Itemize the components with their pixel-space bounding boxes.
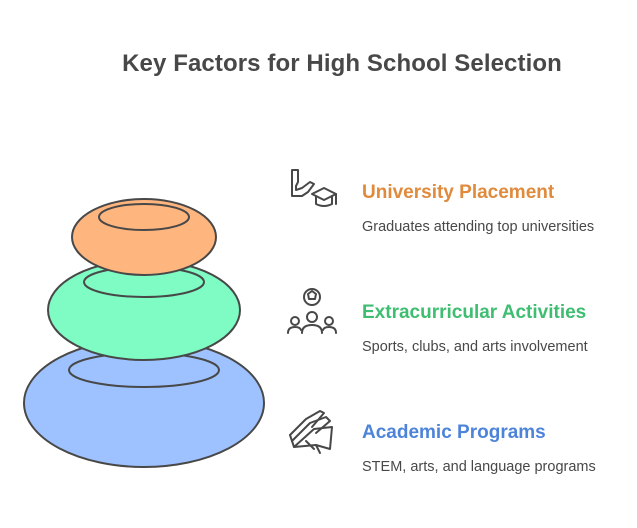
item-desc-academic-programs: STEM, arts, and language programs xyxy=(362,459,596,475)
page-title: Key Factors for High School Selection xyxy=(122,50,562,77)
graduation-cap-hand-icon xyxy=(291,169,337,207)
item-title-academic-programs: Academic Programs xyxy=(362,422,546,443)
item-desc-university-placement: Graduates attending top universities xyxy=(362,219,595,235)
item-title-university-placement: University Placement xyxy=(362,182,555,203)
ring-university-placement xyxy=(71,198,217,276)
ring-extracurricular-activities xyxy=(47,259,241,361)
group-ball-icon xyxy=(287,288,337,334)
item-title-extracurricular-activities: Extracurricular Activities xyxy=(362,302,587,323)
item-desc-extracurricular-activities: Sports, clubs, and arts involvement xyxy=(362,339,588,355)
books-icon xyxy=(289,410,333,454)
